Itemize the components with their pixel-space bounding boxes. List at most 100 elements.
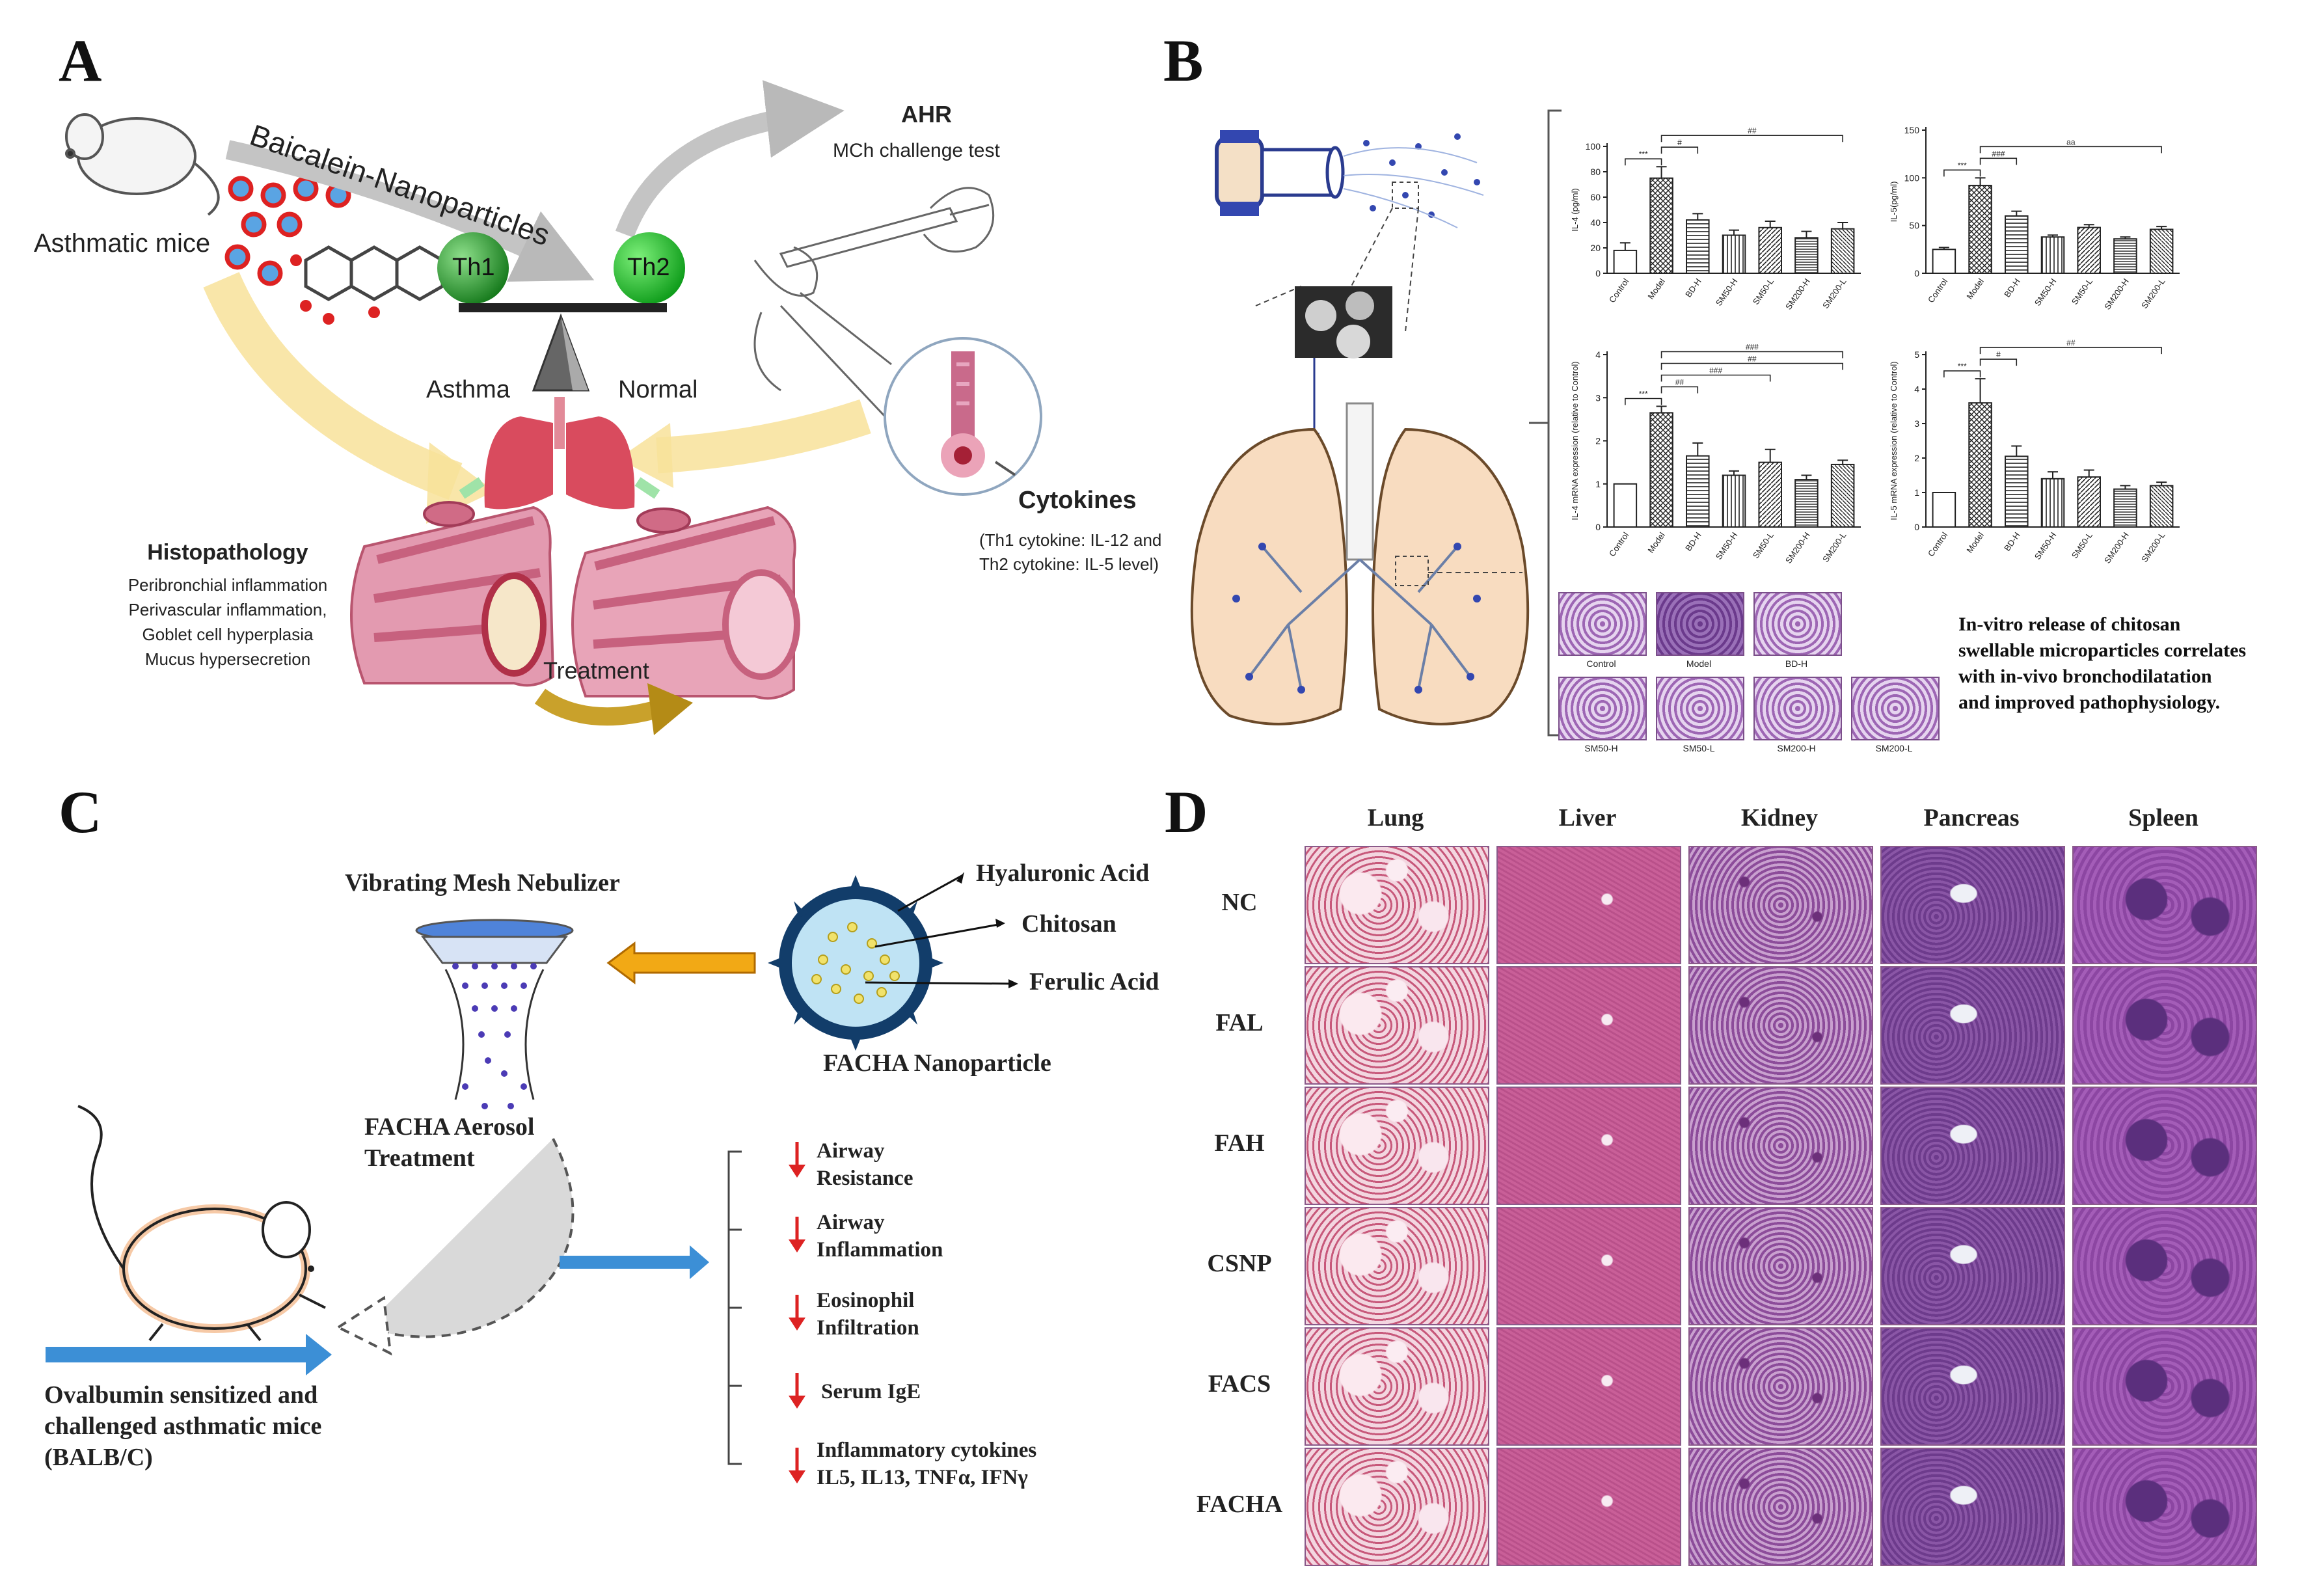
y-tick-label: 1 bbox=[1914, 487, 1919, 498]
yellow-arrow-right bbox=[656, 399, 871, 474]
histology-thumb bbox=[1753, 677, 1842, 740]
bar bbox=[1794, 237, 1819, 274]
significance-bracket bbox=[1660, 374, 1771, 382]
histopathology-item: Peribronchial inflammation bbox=[128, 575, 328, 595]
airway-normal-icon bbox=[571, 506, 800, 700]
treatment-label: Treatment bbox=[543, 657, 649, 684]
significance-bracket bbox=[1943, 370, 1981, 378]
significance-label: ### bbox=[1992, 149, 2005, 158]
y-tick-label: 0 bbox=[1595, 268, 1601, 278]
bar bbox=[2040, 236, 2065, 274]
th2-label: Th2 bbox=[627, 254, 670, 281]
histology-image bbox=[2072, 1448, 2257, 1566]
syringe-hand-icon bbox=[753, 187, 995, 418]
trachea-icon bbox=[941, 351, 985, 478]
outcome-line: Airway bbox=[817, 1139, 885, 1163]
y-tick-label: 40 bbox=[1590, 217, 1601, 228]
bar bbox=[2113, 238, 2137, 274]
airway-asthma-icon bbox=[350, 501, 555, 687]
x-tick-label: BD-H bbox=[2002, 530, 2022, 553]
histology-image bbox=[1688, 966, 1873, 1085]
significance-bracket bbox=[1979, 347, 2162, 355]
gray-arrow-down bbox=[225, 140, 595, 282]
histopathology-item: Goblet cell hyperplasia bbox=[142, 625, 314, 644]
significance-label: ## bbox=[1675, 378, 1684, 387]
y-tick-label: 0 bbox=[1595, 522, 1601, 532]
aerosol-curve-arrow bbox=[364, 1138, 575, 1338]
histology-label: BD-H bbox=[1785, 658, 1808, 669]
histology-image bbox=[1496, 1448, 1681, 1566]
outcome-line: Eosinophil bbox=[817, 1289, 915, 1312]
bar bbox=[2149, 485, 2174, 528]
bar bbox=[1932, 492, 1956, 528]
significance-bracket bbox=[1979, 157, 2018, 165]
histology-image bbox=[1305, 1327, 1489, 1446]
x-tick-label: Model bbox=[1964, 277, 1986, 301]
x-tick-label: SM200-H bbox=[1783, 277, 1812, 312]
row-label-facha: FACHA bbox=[1196, 1491, 1283, 1518]
asthmatic-mice-label: Asthmatic mice bbox=[34, 229, 211, 258]
x-tick-label: Control bbox=[1607, 277, 1630, 304]
x-tick-label: Model bbox=[1964, 530, 1986, 555]
row-label-facs: FACS bbox=[1208, 1370, 1271, 1398]
bar bbox=[1686, 219, 1710, 275]
significance-label: *** bbox=[1958, 362, 1967, 371]
mouse-icon bbox=[65, 113, 220, 216]
histology-thumb bbox=[1753, 592, 1842, 656]
column-label-kidney: Kidney bbox=[1740, 804, 1819, 832]
significance-bracket bbox=[1943, 169, 1981, 177]
x-tick-label: Control bbox=[1926, 277, 1949, 304]
y-tick-label: 100 bbox=[1586, 141, 1601, 152]
blue-arrow-mice bbox=[46, 1334, 332, 1375]
x-tick-label: SM200-H bbox=[2102, 530, 2131, 565]
bar bbox=[2077, 476, 2101, 528]
bracket bbox=[1529, 109, 1562, 737]
y-tick-label: 4 bbox=[1595, 349, 1601, 360]
x-tick-label: BD-H bbox=[1683, 277, 1703, 299]
th1-label: Th1 bbox=[452, 254, 495, 281]
y-tick-label: 3 bbox=[1595, 392, 1601, 403]
caption-line: In-vitro release of chitosan bbox=[1958, 614, 2181, 635]
bar bbox=[1613, 483, 1638, 528]
histology-label: SM200-H bbox=[1777, 743, 1816, 753]
histology-image bbox=[1496, 966, 1681, 1085]
x-tick-label: SM50-L bbox=[2070, 277, 2094, 306]
outcome-line: Inflammation bbox=[817, 1238, 943, 1262]
significance-bracket bbox=[1660, 135, 1843, 142]
outcome-item: Eosinophil Infiltration bbox=[817, 1287, 919, 1342]
histopathology-title: Histopathology bbox=[147, 540, 308, 565]
histology-thumb bbox=[1851, 677, 1940, 740]
histology-image bbox=[2072, 1327, 2257, 1446]
histology-image bbox=[1305, 846, 1489, 964]
x-tick-label: SM50-H bbox=[2033, 530, 2059, 561]
significance-label: ### bbox=[1709, 366, 1722, 375]
x-tick-label: SM50-L bbox=[1751, 277, 1776, 306]
x-tick-label: SM50-H bbox=[1714, 277, 1740, 308]
y-tick-label: 3 bbox=[1914, 418, 1919, 429]
outcome-item: Serum IgE bbox=[821, 1378, 921, 1405]
bar bbox=[2077, 226, 2101, 275]
bar bbox=[2113, 488, 2137, 528]
treatment-arrow bbox=[534, 688, 660, 726]
bar bbox=[1758, 226, 1782, 274]
nebulizer-icon bbox=[415, 919, 574, 1109]
yellow-arrow-left bbox=[203, 272, 463, 500]
y-tick-label: 5 bbox=[1914, 349, 1919, 360]
chitosan-label: Chitosan bbox=[1021, 910, 1116, 938]
histology-image bbox=[1688, 1207, 1873, 1325]
significance-label: # bbox=[1677, 138, 1682, 147]
significance-bracket bbox=[1660, 351, 1843, 358]
outcome-item: Inflammatory cytokines IL5, IL13, TNFα, … bbox=[817, 1437, 1036, 1491]
nanoparticle-icon bbox=[224, 176, 351, 286]
x-tick-label: Model bbox=[1645, 277, 1667, 301]
histology-thumb bbox=[1656, 677, 1744, 740]
y-tick-label: 80 bbox=[1590, 167, 1601, 177]
significance-label: aa bbox=[2066, 137, 2076, 146]
bar bbox=[1649, 412, 1673, 528]
significance-bracket bbox=[1660, 386, 1699, 394]
ahr-title: AHR bbox=[901, 101, 952, 128]
asthma-label: Asthma bbox=[426, 376, 510, 403]
